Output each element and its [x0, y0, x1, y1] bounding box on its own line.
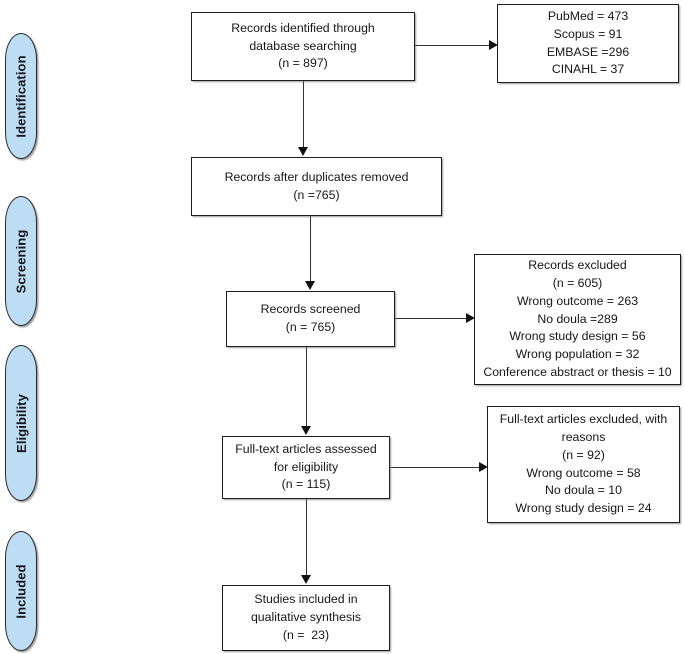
- stage-label-identification: Identification: [13, 54, 29, 138]
- records-excluded-count: (n = 605): [552, 275, 603, 290]
- box-fulltext-assessed-line-2: for eligibility: [273, 459, 339, 474]
- box-fulltext-assessed: Full-text articles assessed for eligibil…: [222, 436, 390, 499]
- box-records-excluded: Records excluded (n = 605) Wrong outcome…: [474, 254, 681, 385]
- records-excluded-title: Records excluded: [528, 258, 627, 273]
- stage-pill-eligibility: Eligibility: [5, 345, 37, 501]
- connector-duplicates-to-screened: [310, 216, 311, 283]
- stage-label-eligibility: Eligibility: [13, 393, 29, 453]
- box-studies-included: Studies included in qualitative synthesi…: [222, 585, 390, 651]
- box-records-after-duplicates: Records after duplicates removed (n =765…: [191, 157, 442, 216]
- box-studies-included-line-2: qualitative synthesis: [250, 610, 362, 625]
- records-excluded-reason-wrong-study-design: Wrong study design = 56: [509, 329, 646, 344]
- connector-screened-to-fulltext: [306, 347, 307, 427]
- arrowhead-identified-to-duplicates: [298, 147, 308, 156]
- fulltext-excluded-count: (n = 92): [562, 447, 605, 462]
- stage-pill-identification: Identification: [5, 33, 37, 159]
- arrowhead-fulltext-to-excluded: [479, 462, 488, 472]
- box-fulltext-assessed-line-1: Full-text articles assessed: [235, 441, 377, 456]
- connector-fulltext-to-excluded: [390, 467, 481, 468]
- fulltext-excluded-reason-wrong-study-design: Wrong study design = 24: [515, 501, 652, 516]
- arrowhead-identified-to-databases: [489, 40, 498, 50]
- database-count-cinahl: CINAHL = 37: [551, 62, 625, 77]
- box-records-screened: Records screened (n = 765): [226, 291, 395, 347]
- records-excluded-reason-no-doula: No doula =289: [537, 311, 618, 326]
- connector-fulltext-to-included: [306, 499, 307, 577]
- box-database-counts: PubMed = 473 Scopus = 91 EMBASE =296 CIN…: [497, 4, 679, 83]
- arrowhead-duplicates-to-screened: [305, 281, 315, 290]
- connector-screened-to-excluded: [395, 318, 471, 319]
- stage-label-screening: Screening: [13, 229, 29, 293]
- connector-identified-to-databases: [415, 45, 491, 46]
- arrowhead-fulltext-to-included: [301, 575, 311, 584]
- records-excluded-reason-wrong-outcome: Wrong outcome = 263: [516, 293, 639, 308]
- database-count-pubmed: PubMed = 473: [547, 8, 629, 23]
- box-records-screened-line-1: Records screened: [260, 302, 361, 317]
- connector-identified-to-duplicates: [303, 81, 304, 149]
- database-count-embase: EMBASE =296: [546, 44, 630, 59]
- box-studies-included-line-1: Studies included in: [254, 592, 358, 607]
- fulltext-excluded-title: Full-text articles excluded, with: [499, 412, 668, 427]
- box-records-identified-line-2: database searching: [249, 38, 357, 53]
- fulltext-excluded-title-cont: reasons: [561, 429, 606, 444]
- box-fulltext-assessed-line-3: (n = 115): [281, 477, 331, 492]
- box-records-after-duplicates-line-1: Records after duplicates removed: [224, 169, 409, 184]
- box-records-screened-line-2: (n = 765): [285, 320, 336, 334]
- fulltext-excluded-reason-wrong-outcome: Wrong outcome = 58: [526, 465, 641, 480]
- fulltext-excluded-reason-no-doula: No doula = 10: [545, 483, 622, 498]
- stage-pill-included: Included: [5, 531, 37, 651]
- box-records-identified: Records identified through database sear…: [191, 12, 415, 81]
- records-excluded-reason-wrong-population: Wrong population = 32: [515, 347, 640, 362]
- database-count-scopus: Scopus = 91: [553, 26, 623, 41]
- box-studies-included-line-3: (n = 23): [282, 627, 330, 642]
- stage-pill-screening: Screening: [5, 196, 37, 326]
- box-fulltext-excluded: Full-text articles excluded, with reason…: [487, 406, 680, 523]
- box-records-identified-line-3: (n = 897): [278, 56, 328, 71]
- box-records-after-duplicates-line-2: (n =765): [293, 187, 340, 202]
- stage-label-included: Included: [13, 563, 29, 619]
- arrowhead-screened-to-fulltext: [301, 426, 311, 435]
- box-records-identified-line-1: Records identified through: [231, 20, 375, 35]
- arrowhead-screened-to-excluded: [466, 313, 475, 323]
- records-excluded-reason-conference-abstract: Conference abstract or thesis = 10: [483, 365, 672, 380]
